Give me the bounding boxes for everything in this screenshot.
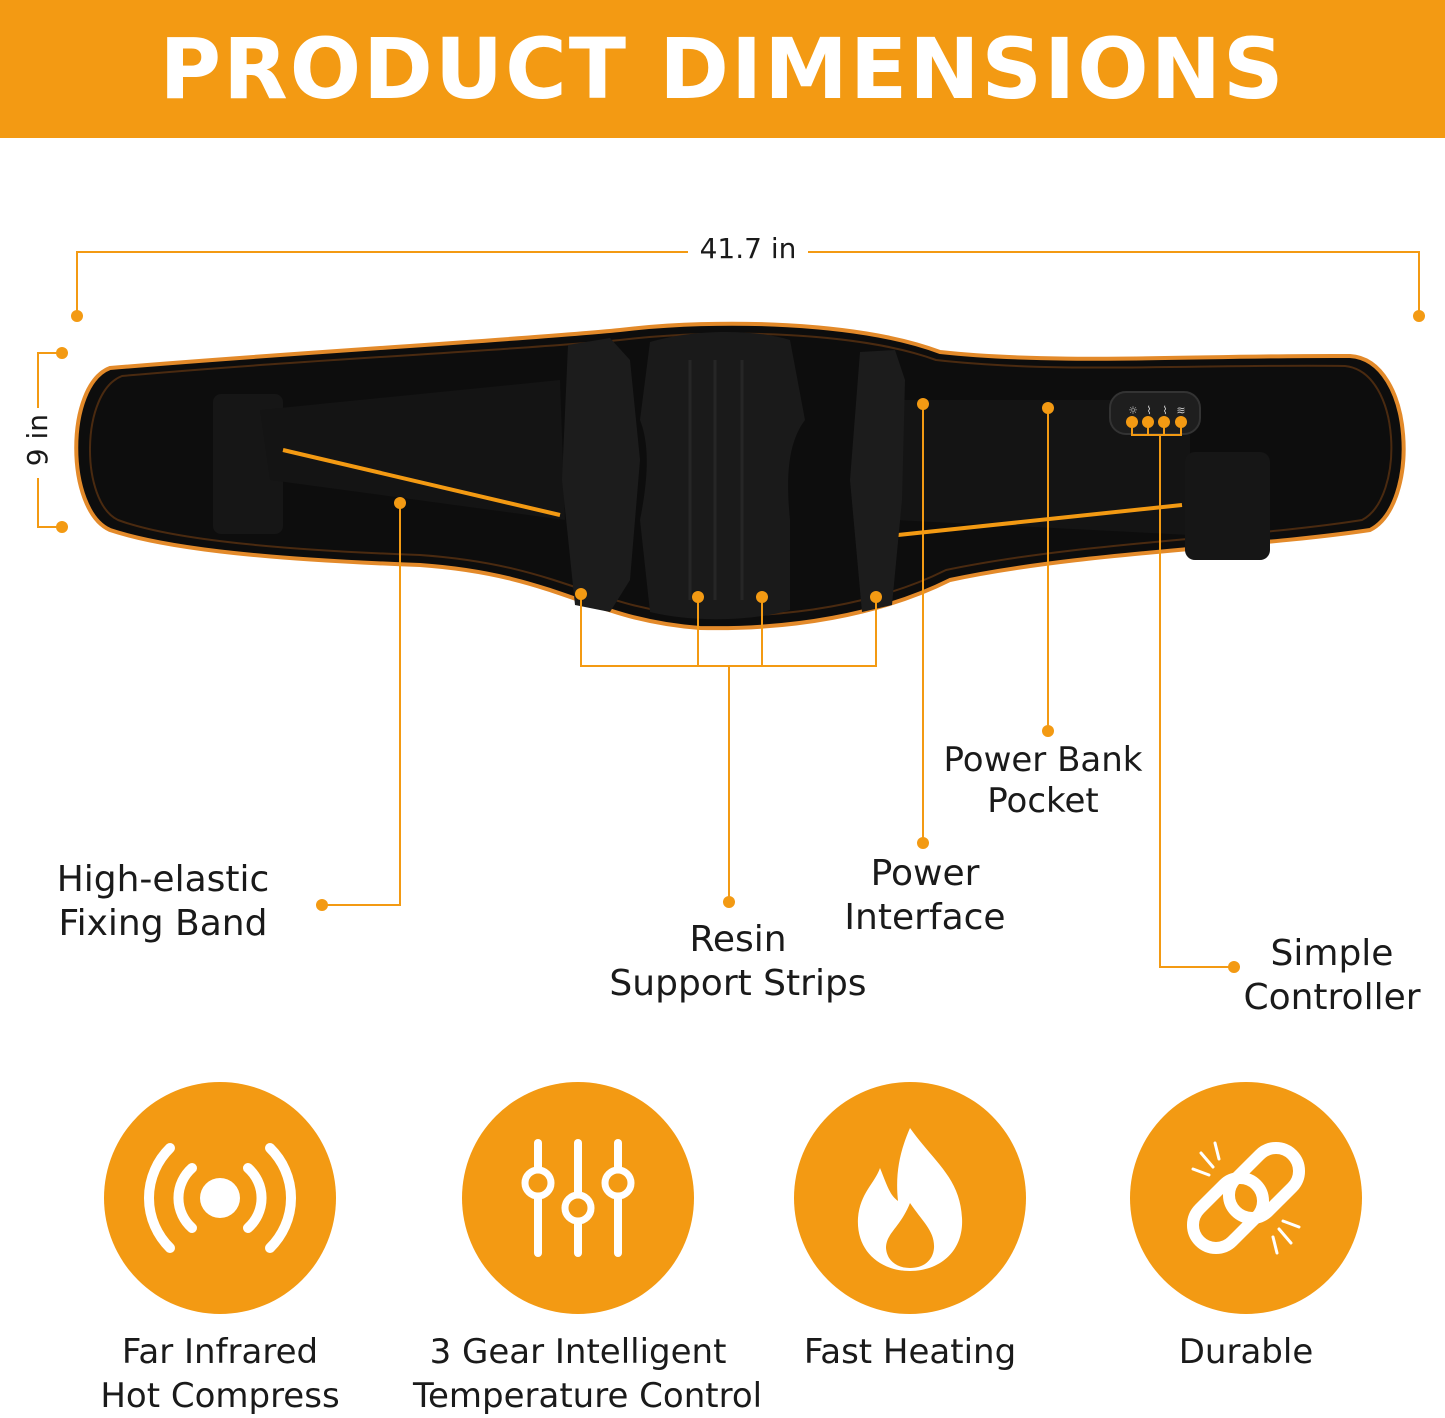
callout-line: Interface	[844, 896, 1006, 938]
feature-label: Hot Compress	[100, 1376, 340, 1417]
callout-line: Support Strips	[609, 962, 867, 1004]
signal-waves-icon	[143, 1143, 297, 1253]
dimension-endpoint	[56, 521, 68, 533]
height-dimension-label: 9 in	[20, 413, 54, 467]
fixing-band-stripe	[897, 503, 1183, 537]
title-banner: PRODUCT DIMENSIONS	[0, 0, 1445, 138]
svg-text:⌇: ⌇	[1162, 404, 1167, 417]
feature-badge	[104, 1082, 336, 1314]
dimension-endpoint	[1413, 310, 1425, 322]
callout-fixing-band: High-elastic Fixing Band	[28, 858, 298, 946]
feature-badge	[1130, 1082, 1362, 1314]
resin-strip	[850, 350, 905, 612]
dimension-endpoint	[71, 310, 83, 322]
feature-fast-heating: Fast Heating	[745, 1082, 1075, 1374]
dimension-endpoint	[56, 347, 68, 359]
chain-link-icon	[1186, 1141, 1306, 1255]
svg-text:≋: ≋	[1176, 404, 1185, 417]
callout-simple-controller: Simple Controller	[1226, 932, 1438, 1020]
callout-line: Fixing Band	[58, 902, 268, 944]
callout-line: Simple	[1270, 933, 1394, 974]
callout-power-bank-pocket: Power Bank Pocket	[924, 740, 1162, 823]
page-title: PRODUCT DIMENSIONS	[159, 20, 1286, 118]
callout-line: Power Bank	[943, 740, 1143, 780]
feature-badge	[794, 1082, 1026, 1314]
width-dimension-label: 41.7 in	[699, 232, 797, 265]
svg-text:☼: ☼	[1128, 404, 1138, 417]
feature-label: Temperature Control	[413, 1376, 763, 1417]
sliders-icon	[521, 1139, 635, 1257]
callout-line: Pocket	[987, 781, 1099, 822]
svg-text:⌇: ⌇	[1146, 404, 1151, 417]
height-dimension-line	[37, 352, 62, 528]
controller-box	[1109, 391, 1201, 435]
feature-badge	[462, 1082, 694, 1314]
feature-label: Durable	[1178, 1332, 1314, 1372]
callout-line: Controller	[1243, 976, 1421, 1018]
leader-dots	[316, 398, 1240, 973]
resin-strip	[562, 338, 640, 612]
feature-label: 3 Gear Intelligent	[429, 1332, 727, 1372]
flame-icon	[857, 1128, 963, 1271]
feature-label: Far Infrared	[121, 1332, 319, 1372]
resin-strip	[640, 331, 805, 620]
feature-far-infrared: Far Infrared Hot Compress	[55, 1082, 385, 1418]
feature-durable: Durable	[1081, 1082, 1411, 1374]
belt-illustration: ☼ ⌇ ⌇ ≋	[74, 321, 1406, 631]
callout-line: Power	[870, 853, 980, 894]
feature-temperature-control: 3 Gear Intelligent Temperature Control	[413, 1082, 763, 1418]
callout-line: High-elastic	[56, 859, 270, 900]
fixing-band-stripe	[282, 448, 561, 517]
callout-power-interface: Power Interface	[825, 852, 1025, 940]
feature-label: Fast Heating	[803, 1332, 1017, 1372]
callout-resin-strips: Resin Support Strips	[578, 918, 898, 1006]
callout-line: Resin	[689, 919, 787, 960]
width-dimension-line	[76, 251, 1420, 316]
leader-lines	[322, 404, 1234, 968]
